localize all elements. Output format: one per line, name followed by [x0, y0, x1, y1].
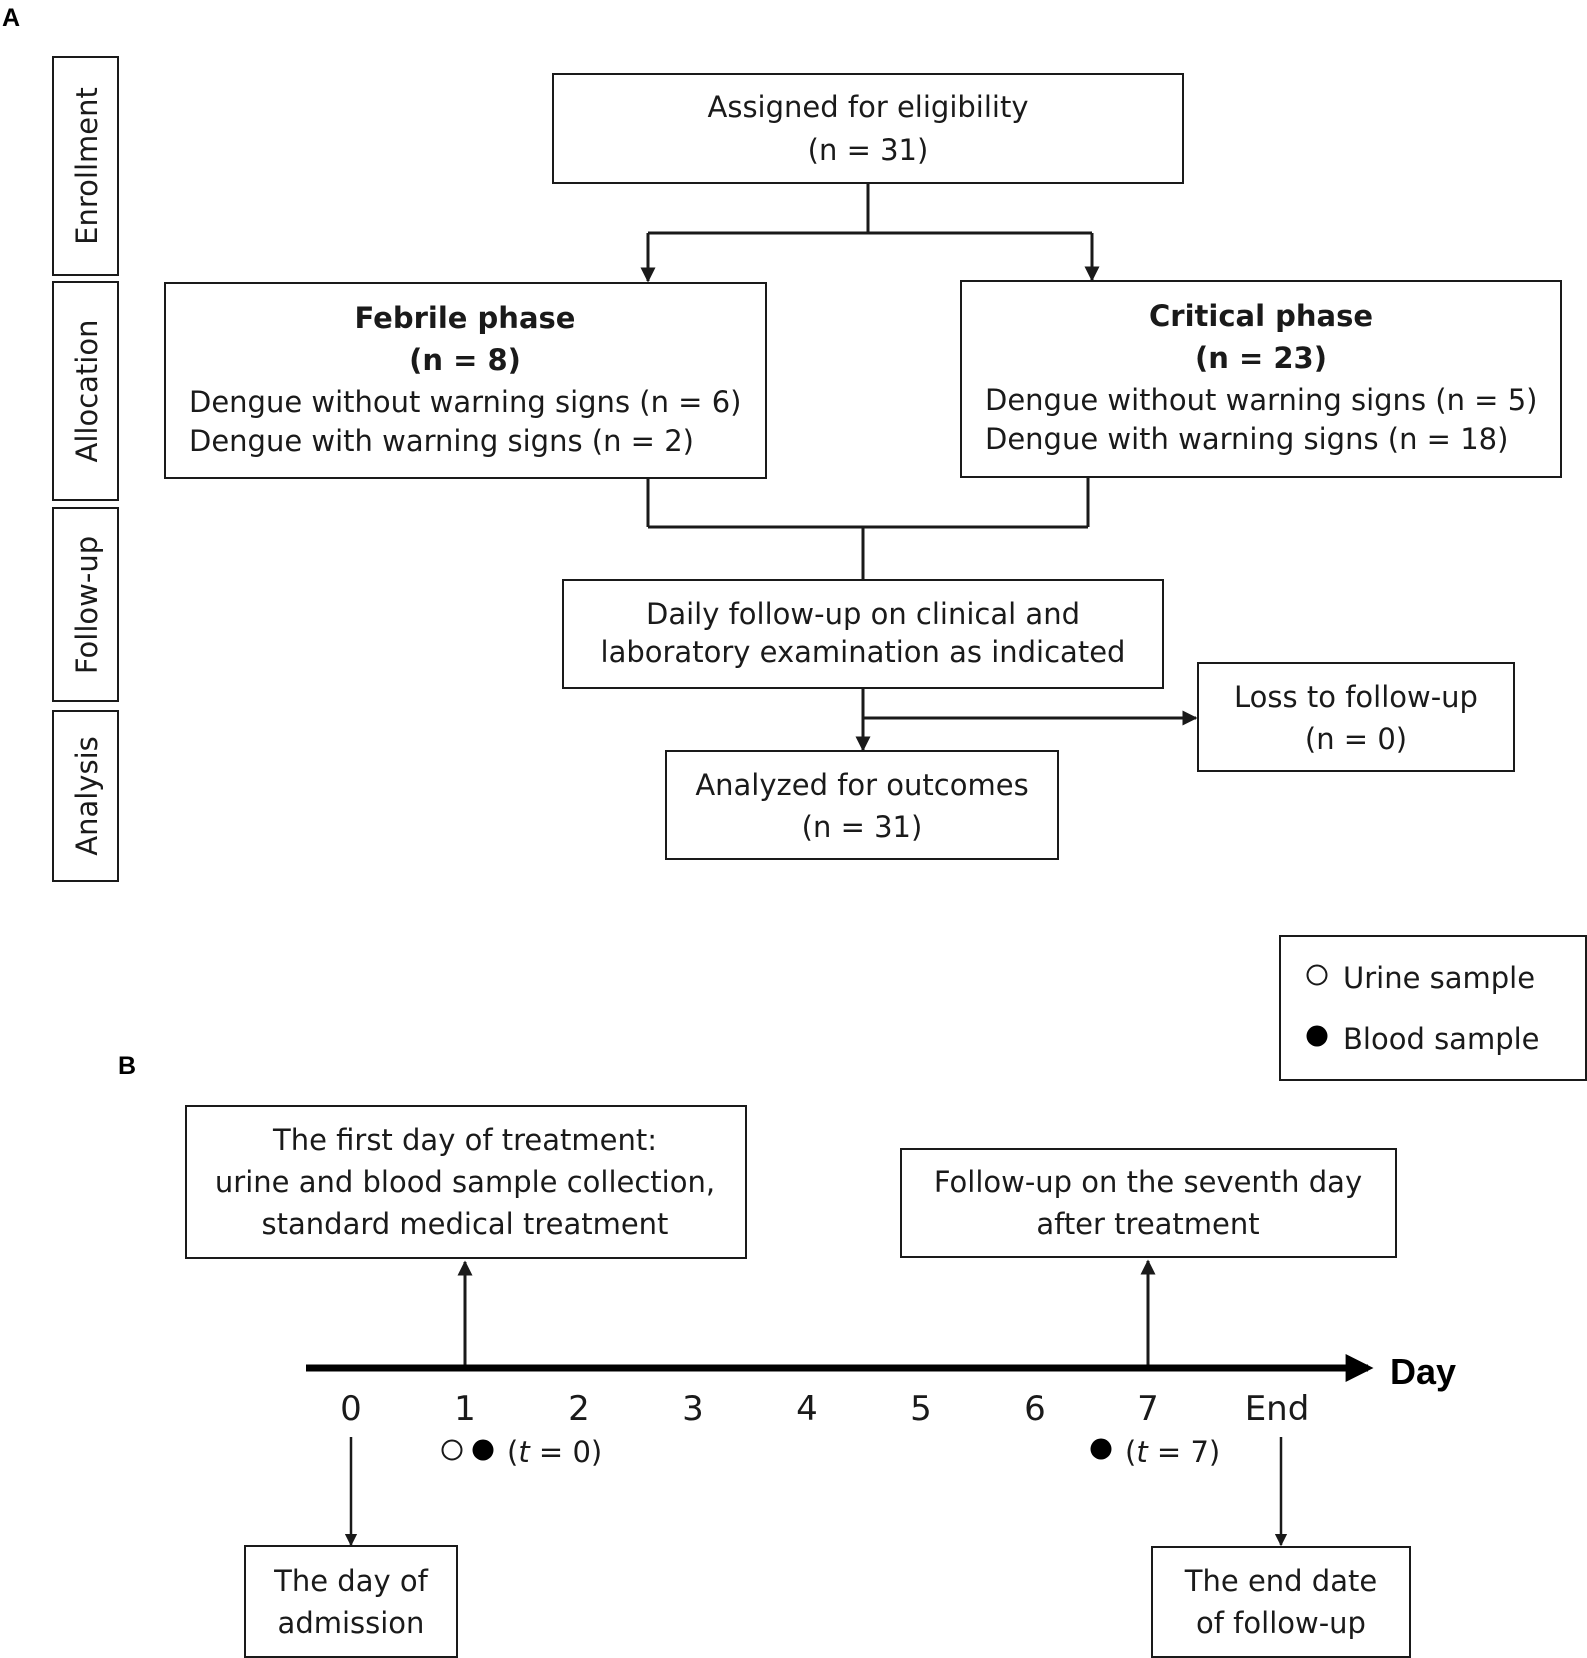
- seventh-day-line2: after treatment: [1036, 1207, 1259, 1241]
- blood-sample-icon: [1090, 1438, 1112, 1460]
- first-day-line2: urine and blood sample collection,: [215, 1165, 715, 1199]
- t0-var: t: [518, 1435, 531, 1469]
- sample-legend: Urine sample Blood sample: [1279, 935, 1587, 1081]
- tick-0: 0: [340, 1389, 362, 1429]
- loss-line2: (n = 0): [1305, 722, 1407, 756]
- t0-label: (t = 0): [507, 1435, 602, 1469]
- analyzed-line1: Analyzed for outcomes: [695, 768, 1028, 802]
- tick-4: 4: [796, 1389, 818, 1429]
- panel-b-label: B: [118, 1052, 136, 1080]
- tick-6: 6: [1024, 1389, 1046, 1429]
- analyzed-box: Analyzed for outcomes (n = 31): [665, 750, 1059, 860]
- febrile-title: Febrile phase: [355, 301, 576, 335]
- first-day-line1: The first day of treatment:: [272, 1123, 657, 1157]
- daily-follow-up-line1: Daily follow-up on clinical and: [646, 597, 1080, 631]
- end-date-line1: The end date: [1184, 1564, 1377, 1598]
- critical-count: (n = 23): [1195, 341, 1327, 375]
- tick-2: 2: [568, 1389, 590, 1429]
- panel-a-label: A: [2, 4, 20, 32]
- critical-phase-box: Critical phase (n = 23) Dengue without w…: [960, 280, 1562, 478]
- tick-end: End: [1245, 1389, 1310, 1429]
- t0-samples: (t = 0): [441, 1435, 602, 1469]
- seventh-day-box: Follow-up on the seventh day after treat…: [900, 1148, 1397, 1258]
- urine-sample-icon: [1306, 964, 1328, 986]
- stage-follow-up-label: Follow-up: [70, 536, 104, 674]
- t7-open: (: [1125, 1435, 1136, 1469]
- febrile-without-warning: Dengue without warning signs (n = 6): [189, 385, 741, 419]
- critical-title: Critical phase: [1149, 299, 1373, 333]
- end-date-line2: of follow-up: [1196, 1606, 1366, 1640]
- stage-analysis-label: Analysis: [70, 736, 104, 855]
- tick-5: 5: [910, 1389, 932, 1429]
- stage-enrollment: Enrollment: [52, 56, 119, 276]
- axis-day-label: Day: [1390, 1351, 1456, 1392]
- eligibility-line2: (n = 31): [808, 133, 929, 167]
- febrile-with-warning: Dengue with warning signs (n = 2): [189, 424, 694, 458]
- tick-1: 1: [454, 1389, 476, 1429]
- febrile-phase-box: Febrile phase (n = 8) Dengue without war…: [164, 282, 767, 479]
- admission-line2: admission: [278, 1606, 425, 1640]
- tick-7: 7: [1137, 1389, 1159, 1429]
- stage-follow-up: Follow-up: [52, 507, 119, 702]
- admission-box: The day of admission: [244, 1545, 458, 1658]
- split-connector: [640, 183, 1100, 283]
- blood-sample-icon: [472, 1439, 494, 1461]
- critical-with-warning: Dengue with warning signs (n = 18): [985, 422, 1508, 456]
- blood-sample-icon: [1306, 1025, 1328, 1047]
- t0-open: (: [507, 1435, 518, 1469]
- eligibility-box: Assigned for eligibility (n = 31): [552, 73, 1184, 184]
- critical-without-warning: Dengue without warning signs (n = 5): [985, 383, 1537, 417]
- t0-rest: = 0): [530, 1435, 603, 1469]
- loss-line1: Loss to follow-up: [1234, 680, 1478, 714]
- daily-follow-up-line2: laboratory examination as indicated: [601, 635, 1126, 669]
- legend-urine: Urine sample: [1343, 961, 1535, 995]
- analyzed-line2: (n = 31): [802, 810, 923, 844]
- outcome-connectors: [855, 688, 1198, 752]
- legend-blood: Blood sample: [1343, 1022, 1540, 1056]
- timeline-ticks: 0 1 2 3 4 5 6 7 End: [340, 1389, 1309, 1429]
- stage-enrollment-label: Enrollment: [70, 87, 104, 245]
- tick-3: 3: [682, 1389, 704, 1429]
- t7-label: (t = 7): [1125, 1435, 1220, 1469]
- first-day-line3: standard medical treatment: [262, 1207, 669, 1241]
- stage-analysis: Analysis: [52, 710, 119, 882]
- seventh-day-line1: Follow-up on the seventh day: [934, 1165, 1362, 1199]
- t7-var: t: [1136, 1435, 1149, 1469]
- loss-to-follow-up-box: Loss to follow-up (n = 0): [1197, 662, 1515, 772]
- urine-sample-icon: [441, 1439, 463, 1461]
- eligibility-line1: Assigned for eligibility: [708, 90, 1029, 124]
- end-date-box: The end date of follow-up: [1151, 1546, 1411, 1658]
- stage-allocation-label: Allocation: [70, 320, 104, 463]
- febrile-count: (n = 8): [409, 343, 521, 377]
- first-day-box: The first day of treatment: urine and bl…: [185, 1105, 747, 1259]
- merge-connector: [646, 477, 1090, 580]
- daily-follow-up-box: Daily follow-up on clinical and laborato…: [562, 579, 1164, 689]
- t7-rest: = 7): [1148, 1435, 1221, 1469]
- admission-line1: The day of: [273, 1564, 428, 1598]
- stage-allocation: Allocation: [52, 281, 119, 501]
- t7-samples: (t = 7): [1090, 1435, 1220, 1469]
